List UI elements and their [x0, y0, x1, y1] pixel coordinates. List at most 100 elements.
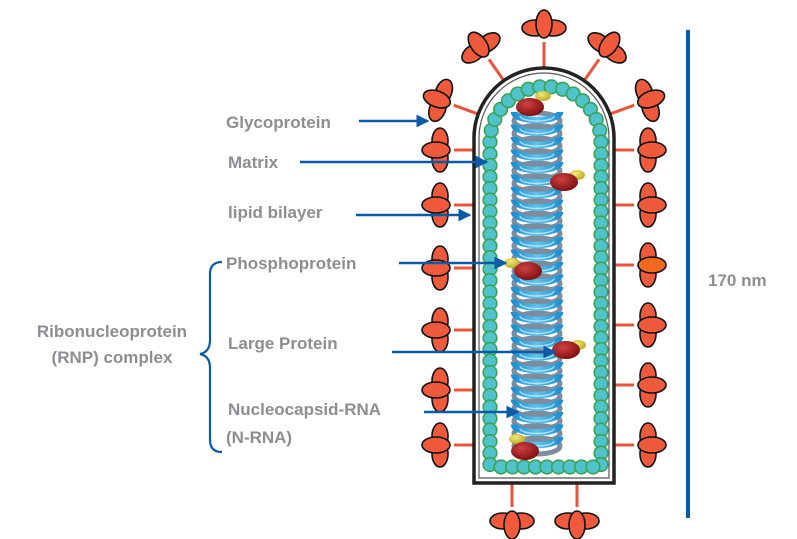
helix-coil-front: [510, 248, 564, 261]
spike-stem: [453, 103, 479, 116]
spike-lobe: [467, 31, 490, 58]
helix-highlight: [519, 240, 555, 247]
glycoprotein-spike: [614, 362, 667, 408]
label-phosphoprotein: Phosphoprotein: [226, 254, 357, 273]
spike-lobe: [422, 89, 452, 109]
label-large-protein: Large Protein: [228, 334, 338, 353]
helix-highlight: [519, 153, 555, 160]
rnp-brace: [199, 260, 223, 454]
large-protein-icon: [552, 341, 580, 359]
glycoprotein-spike: [421, 422, 474, 468]
spike-lobe: [637, 196, 667, 214]
spike-lobe: [637, 141, 667, 159]
helix-coil-front: [510, 236, 564, 249]
helix-coil-front: [510, 198, 564, 211]
helix-coil-back: [511, 410, 563, 432]
helix-coil-back: [511, 385, 563, 407]
matrix-bead: [585, 459, 601, 475]
helix-highlight: [519, 165, 555, 172]
glycoprotein-spike: [554, 483, 600, 539]
helix-coil-front: [510, 311, 564, 324]
rnp-proteins: [504, 91, 586, 460]
helix-highlight: [519, 190, 555, 197]
label-n-rna: (N-RNA): [226, 428, 293, 447]
helix-coil-back: [511, 198, 563, 219]
helix-coil-back: [511, 148, 563, 169]
helix-highlight: [519, 378, 555, 385]
helix-coil-back: [511, 348, 563, 369]
glycoprotein-spike: [614, 302, 667, 348]
spike-lobe: [637, 436, 667, 454]
helix-coil-back: [511, 373, 563, 394]
glycoprotein-spike: [461, 31, 506, 82]
helix-highlight: [519, 140, 555, 147]
spike-lobe: [637, 316, 667, 334]
helix-highlight: [519, 215, 555, 222]
spike-lobe: [636, 89, 666, 109]
spike-lobe: [535, 9, 553, 39]
glycoprotein-spike: [422, 78, 479, 123]
spike-lobe: [598, 31, 621, 58]
helix-highlight: [519, 315, 555, 322]
label-glycoprotein: Glycoprotein: [226, 113, 331, 132]
membrane-gap: [476, 70, 612, 481]
label-lipid-bilayer: lipid bilayer: [228, 203, 323, 222]
phosphoprotein-icon: [504, 258, 520, 268]
helix-coil-back: [511, 160, 563, 182]
helix-coil-front: [510, 148, 564, 161]
label-nucleocapsid-rna: Nucleocapsid-RNA: [228, 400, 382, 419]
glycoprotein-spike: [614, 422, 667, 468]
large-protein-icon: [511, 442, 539, 460]
spike-lobe: [637, 256, 667, 274]
spike-lobe: [421, 196, 451, 214]
helix-highlight: [519, 278, 555, 285]
helix-highlight: [519, 128, 555, 135]
glycoprotein-spike: [614, 127, 667, 173]
large-protein-icon: [550, 173, 578, 191]
helix-coil-front: [510, 273, 564, 286]
helix-coil-front: [510, 398, 564, 411]
helix-coil-back: [511, 223, 563, 244]
glycoprotein-spike: [421, 307, 474, 353]
glycoprotein-spike: [421, 367, 474, 413]
glycoprotein-spike: [614, 182, 667, 228]
helix-coil-back: [511, 235, 563, 257]
label-arrows: [300, 114, 557, 419]
helix-coil-front: [510, 223, 564, 236]
helix-highlight: [519, 303, 555, 310]
helix-coil-front: [510, 373, 564, 386]
glycoprotein-spike: [582, 31, 627, 82]
glycoprotein-spike: [421, 245, 474, 291]
helix-coil-back: [511, 123, 563, 144]
spike-lobe: [421, 381, 451, 399]
label-rnp-complex-line1: Ribonucleoprotein: [36, 322, 188, 341]
helix-coil-back: [511, 285, 563, 307]
helix-coil-front: [510, 111, 564, 124]
label-matrix: Matrix: [228, 153, 279, 172]
nucleocapsid-helix: [510, 110, 564, 457]
spike-lobe: [568, 510, 586, 539]
membrane-inner: [478, 72, 610, 479]
helix-coil-front: [510, 123, 564, 136]
helix-coil-front: [510, 286, 564, 299]
spike-stem: [582, 58, 601, 82]
glycoprotein-spike: [489, 483, 535, 539]
glycoprotein-spike: [521, 9, 567, 68]
helix-highlight: [519, 228, 555, 235]
helix-coil-back: [511, 210, 563, 232]
helix-highlight: [519, 115, 555, 122]
helix-coil-front: [510, 298, 564, 311]
helix-highlight: [519, 428, 555, 435]
helix-highlight: [519, 203, 555, 210]
helix-coil-front: [510, 161, 564, 174]
helix-coil-front: [510, 323, 564, 336]
spike-lobe: [637, 376, 667, 394]
helix-coil-back: [511, 298, 563, 319]
spike-lobe: [503, 510, 521, 539]
spike-lobe: [421, 436, 451, 454]
glycoprotein-spike: [421, 127, 474, 173]
helix-highlight: [519, 403, 555, 410]
helix-coil-front: [510, 186, 564, 199]
helix-coil-front: [510, 136, 564, 149]
large-protein-icon: [516, 98, 544, 116]
